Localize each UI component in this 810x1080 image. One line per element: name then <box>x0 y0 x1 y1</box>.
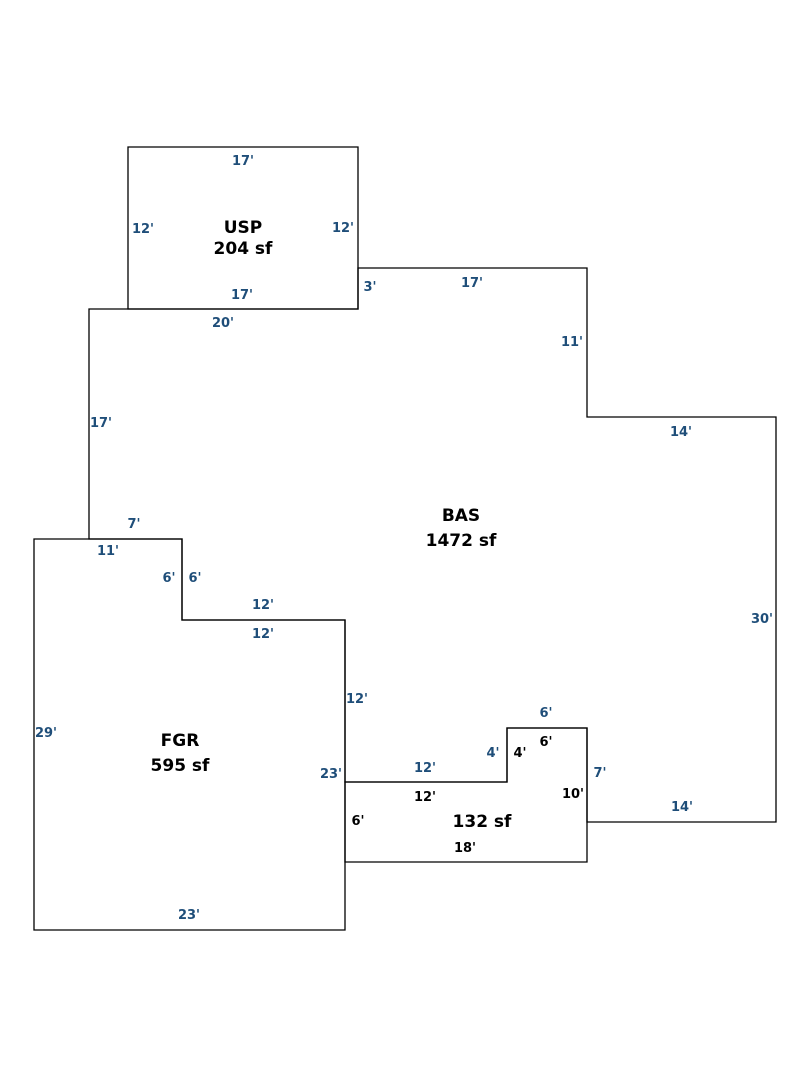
fgr-notch-bottom-dimension: 12' <box>252 627 274 642</box>
addition-right-dimension: 10' <box>562 787 584 802</box>
bas-inner-vertical-dimension: 12' <box>346 692 368 707</box>
usp-bottom-dimension: 17' <box>231 288 253 303</box>
addition-bottom-dimension: 18' <box>454 841 476 856</box>
bas-area: 1472 sf <box>426 531 497 551</box>
usp-area: 204 sf <box>214 239 274 259</box>
bas-bottom-dimension: 14' <box>671 800 693 815</box>
bas-bump-right-dimension: 7' <box>593 766 606 781</box>
fgr-area: 595 sf <box>151 756 211 776</box>
bas-right-dimension: 30' <box>751 612 773 627</box>
addition-notch-dimension: 4' <box>513 746 526 761</box>
fgr-notch-dimension: 6' <box>162 571 175 586</box>
fgr-label: FGR <box>161 731 200 751</box>
bas-upper-left-dimension: 20' <box>212 316 234 331</box>
bas-lower-left-dimension: 7' <box>127 517 140 532</box>
addition-top-dimension: 6' <box>539 735 552 750</box>
bas-notch-bottom-dimension: 12' <box>252 598 274 613</box>
usp-top-dimension: 17' <box>232 154 254 169</box>
bas-left-dimension: 17' <box>90 416 112 431</box>
bas-lower-dimension: 12' <box>414 761 436 776</box>
bas-right-top-dimension: 14' <box>670 425 692 440</box>
fgr-right-dimension: 23' <box>320 767 342 782</box>
usp-right-dimension: 12' <box>332 221 354 236</box>
fgr-left-dimension: 29' <box>35 726 57 741</box>
usp-label: USP <box>224 218 263 238</box>
fgr-bottom-dimension: 23' <box>178 908 200 923</box>
addition-upper-dimension: 12' <box>414 790 436 805</box>
usp-left-dimension: 12' <box>132 222 154 237</box>
addition-outline <box>344 727 588 863</box>
addition-area: 132 sf <box>453 812 513 832</box>
fgr-top-dimension: 11' <box>97 544 119 559</box>
bas-bump-top-dimension: 6' <box>539 706 552 721</box>
bas-top-dimension: 17' <box>461 276 483 291</box>
bas-notch-dimension: 6' <box>188 571 201 586</box>
addition-left-dimension: 6' <box>351 814 364 829</box>
bas-label: BAS <box>442 506 480 526</box>
fgr-outline <box>33 538 346 931</box>
bas-step-dimension: 3' <box>363 280 376 295</box>
bas-right-upper-dimension: 11' <box>561 335 583 350</box>
bas-bump-left-dimension: 4' <box>486 746 499 761</box>
